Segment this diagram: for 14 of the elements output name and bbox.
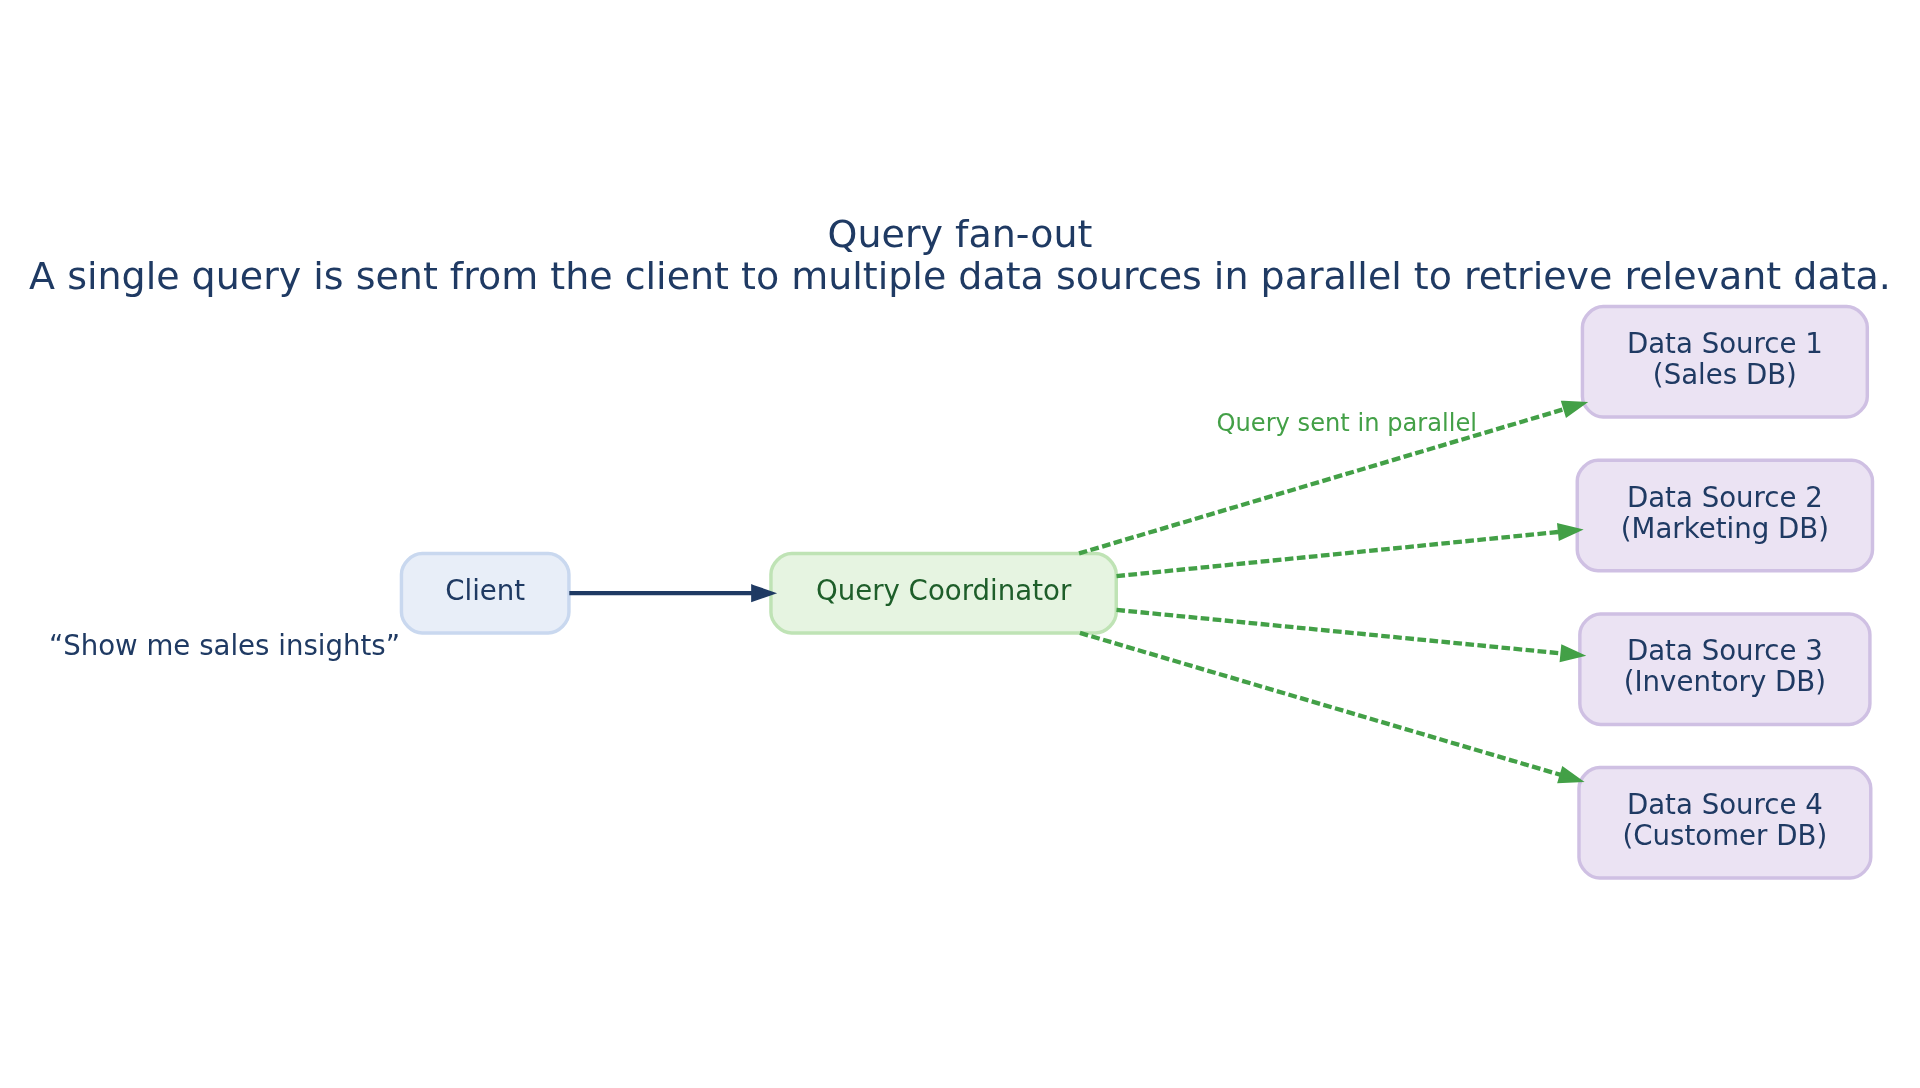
node-box: Client [399, 551, 571, 635]
node-box: Data Source 3 (Inventory DB) [1578, 612, 1872, 727]
node-box: Query Coordinator [769, 551, 1118, 635]
arrow [1116, 607, 1587, 663]
arrow [1078, 400, 1589, 556]
diagram-title: Query fan-out [827, 212, 1093, 257]
node-label: “Show me sales insights” [48, 629, 401, 663]
edge-label: Query sent in parallel [1216, 409, 1478, 438]
arrow [1079, 630, 1585, 784]
node-box: Data Source 1 (Sales DB) [1580, 304, 1870, 419]
arrow [569, 584, 778, 603]
arrow [1116, 522, 1584, 579]
node-box: Data Source 4 (Customer DB) [1577, 765, 1873, 880]
node-box: Data Source 2 (Marketing DB) [1575, 458, 1875, 573]
